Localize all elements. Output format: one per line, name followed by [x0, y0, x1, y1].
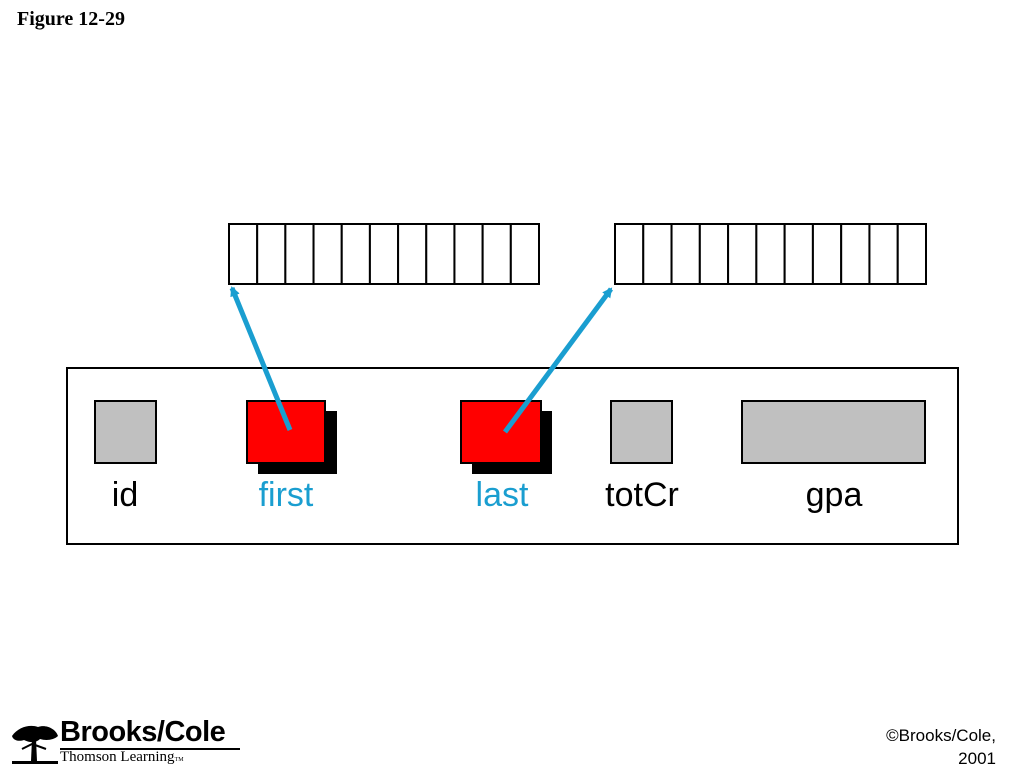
- array-cell: [642, 223, 673, 285]
- array-cell: [755, 223, 786, 285]
- totcr-field-box: [610, 400, 673, 464]
- array-cell: [811, 223, 843, 285]
- copyright-line-1: ©Brooks/Cole,: [886, 726, 996, 745]
- gpa-label: gpa: [806, 476, 863, 514]
- logo-name: Brooks/Cole: [60, 716, 226, 748]
- last-pointer-arrow: [502, 287, 614, 434]
- gpa-field-box: [741, 400, 926, 464]
- array-cell: [256, 223, 287, 285]
- array-cell: [727, 223, 758, 285]
- array-cell: [284, 223, 315, 285]
- totcr-label: totCr: [605, 476, 679, 514]
- array-cell: [698, 223, 730, 285]
- array-cell: [425, 223, 456, 285]
- copyright-line-2: 2001: [958, 749, 996, 768]
- tree-icon: [10, 721, 59, 765]
- last-field-box: [460, 400, 542, 464]
- array-cell: [397, 223, 428, 285]
- array-cell: [868, 223, 899, 285]
- array-cell: [896, 223, 927, 285]
- array-cell: [481, 223, 512, 285]
- logo-rule: [60, 748, 240, 750]
- first-field-box: [246, 400, 326, 464]
- figure-title: Figure 12-29: [17, 8, 125, 30]
- array-cell: [453, 223, 484, 285]
- logo-subtitle: Thomson LearningTM: [60, 749, 184, 765]
- last-label: last: [476, 476, 529, 514]
- first-name-array: [228, 223, 541, 285]
- id-field-box: [94, 400, 157, 464]
- trademark-mark: TM: [174, 757, 184, 763]
- copyright-notice: ©Brooks/Cole, 2001: [886, 724, 996, 770]
- last-name-array: [614, 223, 927, 285]
- array-cell: [783, 223, 814, 285]
- brooks-cole-logo: Brooks/Cole Thomson LearningTM: [10, 716, 250, 767]
- array-cell: [340, 223, 371, 285]
- id-label: id: [112, 476, 138, 514]
- array-cell: [312, 223, 343, 285]
- first-pointer-arrow: [229, 286, 293, 431]
- array-cell: [614, 223, 645, 285]
- array-cell: [228, 223, 259, 285]
- array-cell: [670, 223, 701, 285]
- first-label: first: [259, 476, 314, 514]
- array-cell: [509, 223, 541, 285]
- array-cell: [840, 223, 871, 285]
- array-cell: [368, 223, 400, 285]
